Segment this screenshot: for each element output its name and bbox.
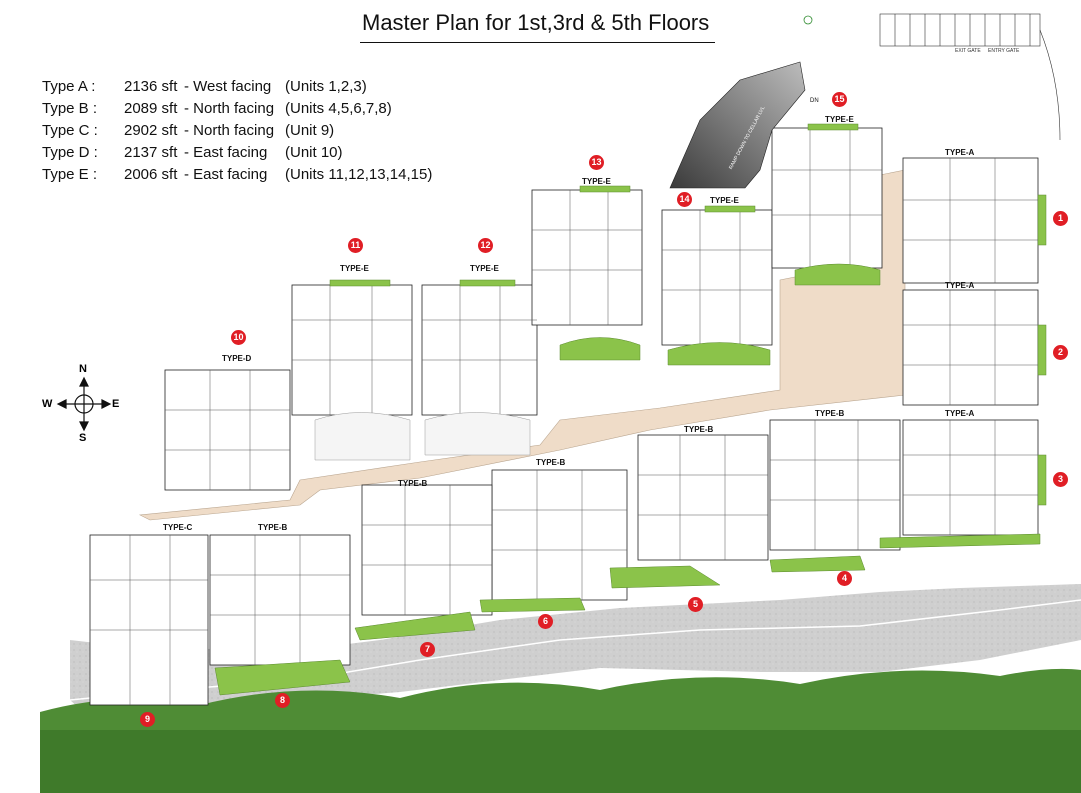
unit-marker[interactable]: 10 — [231, 330, 246, 345]
unit-marker[interactable]: 3 — [1053, 472, 1068, 487]
unit-marker[interactable]: 15 — [832, 92, 847, 107]
legend-facing: - North facing — [184, 122, 275, 139]
unit-marker[interactable]: 2 — [1053, 345, 1068, 360]
type-label: TYPE-A — [945, 148, 975, 157]
ramp — [669, 61, 806, 189]
type-label: TYPE-E — [825, 115, 854, 124]
courtyards — [314, 412, 531, 461]
compass-east: E — [112, 398, 120, 410]
gate-area — [879, 13, 1061, 141]
unit-marker[interactable]: 13 — [589, 155, 604, 170]
type-label: TYPE-E — [710, 196, 739, 205]
type-label: TYPE-B — [258, 523, 288, 532]
legend-area: 2902 sft — [124, 122, 178, 139]
unit-marker[interactable]: 11 — [348, 238, 363, 253]
legend-facing: - East facing — [184, 144, 268, 161]
legend-facing: - West facing — [184, 78, 272, 95]
page-title: Master Plan for 1st,3rd & 5th Floors — [362, 10, 710, 35]
unit-marker[interactable]: 8 — [275, 693, 290, 708]
legend-type: Type E : — [42, 166, 98, 183]
type-label: TYPE-A — [945, 409, 975, 418]
exit-gate-label: EXIT GATE — [955, 48, 981, 54]
entry-gate-label: ENTRY GATE — [988, 48, 1020, 54]
legend-type: Type D : — [42, 144, 98, 161]
unit-marker[interactable]: 9 — [140, 712, 155, 727]
legend-units: (Units 11,12,13,14,15) — [285, 166, 433, 183]
shrub-icon — [803, 15, 813, 25]
unit-marker[interactable]: 1 — [1053, 211, 1068, 226]
legend-area: 2136 sft — [124, 78, 178, 95]
compass-south: S — [79, 432, 87, 444]
room-lines — [90, 128, 1038, 705]
legend-type: Type C : — [42, 122, 98, 139]
title-underline — [360, 42, 715, 43]
compass-rose — [56, 376, 112, 432]
type-label: TYPE-B — [815, 409, 845, 418]
type-label: TYPE-D — [222, 354, 252, 363]
legend-area: 2137 sft — [124, 144, 178, 161]
legend-units: (Units 4,5,6,7,8) — [285, 100, 392, 117]
lawns — [214, 123, 1047, 696]
unit-marker[interactable]: 12 — [478, 238, 493, 253]
dn-label: DN — [810, 98, 819, 104]
legend-facing: - North facing — [184, 100, 275, 117]
legend-units: (Unit 10) — [285, 144, 343, 161]
type-label: TYPE-B — [398, 479, 428, 488]
compass-north: N — [79, 363, 87, 375]
unit-marker[interactable]: 6 — [538, 614, 553, 629]
legend-facing: - East facing — [184, 166, 268, 183]
type-label: TYPE-A — [945, 281, 975, 290]
road-edge — [69, 599, 1081, 701]
type-label: TYPE-E — [582, 177, 611, 186]
legend-type: Type B : — [42, 100, 98, 117]
tree-band — [40, 668, 1081, 793]
legend-area: 2006 sft — [124, 166, 178, 183]
type-label: TYPE-B — [536, 458, 566, 467]
legend-units: (Unit 9) — [285, 122, 335, 139]
type-label: TYPE-E — [470, 264, 499, 273]
unit-marker[interactable]: 5 — [688, 597, 703, 612]
compass-west: W — [42, 398, 53, 410]
legend-type: Type A : — [42, 78, 96, 95]
unit-marker[interactable]: 4 — [837, 571, 852, 586]
type-label: TYPE-E — [340, 264, 369, 273]
legend-units: (Units 1,2,3) — [285, 78, 367, 95]
type-label: TYPE-B — [684, 425, 714, 434]
unit-marker[interactable]: 7 — [420, 642, 435, 657]
legend-area: 2089 sft — [124, 100, 178, 117]
type-label: TYPE-C — [163, 523, 193, 532]
blocks — [89, 127, 1039, 706]
unit-marker[interactable]: 14 — [677, 192, 692, 207]
